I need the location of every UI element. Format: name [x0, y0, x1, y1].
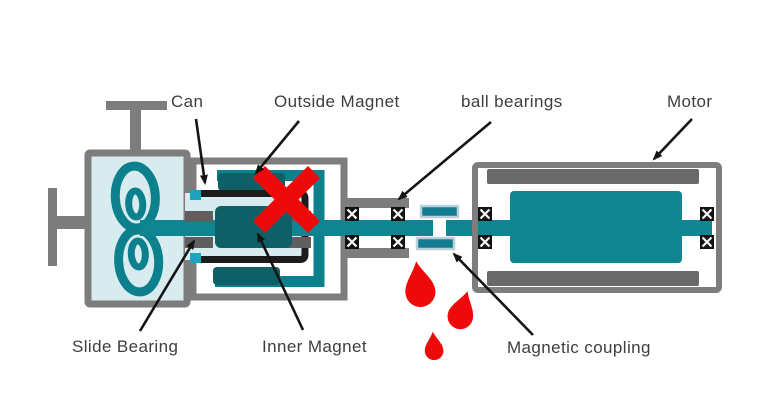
motor-stator-bottom: [487, 271, 699, 286]
ball-bearings-arrow: [397, 121, 492, 201]
motor-bearing-icons: [478, 207, 714, 249]
magnetic-coupling-arrow: [452, 252, 534, 336]
motor-label: Motor: [667, 92, 713, 111]
outside-magnet-bottom: [213, 267, 280, 285]
leak-droplets: [405, 261, 474, 361]
red-x-cross-icon: [252, 165, 321, 234]
top-pipe: [106, 101, 167, 154]
can-seal-top: [190, 190, 201, 200]
ball-bearings-label: ball bearings: [461, 92, 563, 111]
magnetic-coupling-label: Magnetic coupling: [507, 338, 651, 357]
red-droplet-icon: [424, 331, 444, 361]
red-droplet-icon: [447, 291, 474, 330]
slide-bearing-arrow: [138, 239, 196, 332]
can-seal-bottom: [190, 253, 201, 263]
outside-magnet-label: Outside Magnet: [274, 92, 400, 111]
can-arrow: [194, 118, 208, 185]
ball-bearing-icons: [345, 207, 405, 249]
left-pipe: [48, 188, 88, 266]
inner-magnet-label: Inner Magnet: [262, 337, 367, 356]
spiral-impeller-icon: [110, 161, 164, 297]
red-droplet-icon: [405, 261, 436, 307]
slide-bearing-label: Slide Bearing: [72, 337, 179, 356]
annotation-arrows: [138, 118, 693, 336]
inner-magnet-arrow: [256, 232, 305, 331]
motor-stator-top: [487, 169, 699, 184]
motor-arrow: [652, 118, 693, 161]
can-label: Can: [171, 92, 204, 111]
outside-magnet-arrow: [254, 120, 301, 175]
magnetic-coupling-discs: [415, 204, 460, 251]
bearing-bracket: [341, 198, 409, 258]
motor-rotor: [510, 191, 682, 263]
motor-assembly: [472, 162, 722, 293]
